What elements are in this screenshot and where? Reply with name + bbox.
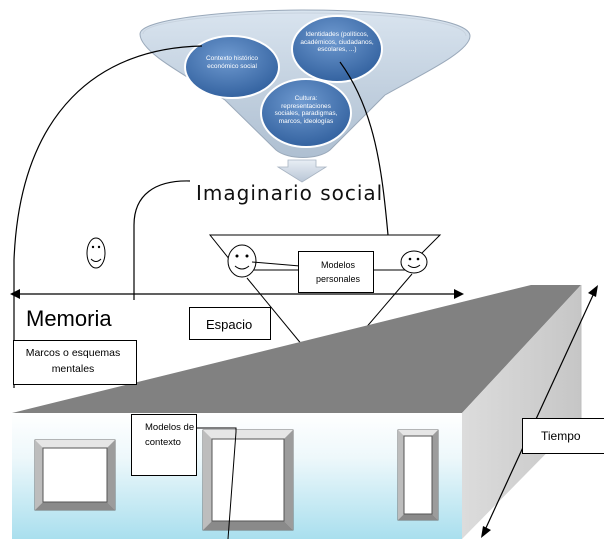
connector-modelos-contexto: [196, 427, 237, 539]
time-arrow: [481, 285, 598, 538]
space-arrow: [10, 289, 464, 299]
window-center: [202, 429, 294, 531]
window-right: [397, 429, 439, 521]
espacio-label: Espacio: [206, 317, 253, 332]
window-left: [34, 439, 116, 511]
modelos-personales-label: Modelos personales: [315, 260, 361, 284]
tiempo-box: Tiempo: [522, 418, 604, 454]
espacio-box: Espacio: [189, 307, 271, 340]
marcos-box: Marcos o esquemas mentales: [13, 340, 137, 385]
marcos-label: Marcos o esquemas mentales: [25, 347, 121, 375]
connector-modelos-personales: [251, 261, 301, 267]
memoria-label: Memoria: [26, 306, 112, 331]
down-arrow: [276, 159, 328, 183]
room-ceiling: [12, 285, 581, 413]
smiley-left: [86, 237, 106, 269]
modelos-contexto-label: Modelos de contexto: [145, 422, 195, 448]
funnel-rim: [142, 12, 467, 37]
smiley-right: [400, 250, 428, 274]
line-face-right: [363, 273, 413, 331]
smiley-center: [227, 244, 257, 278]
bubble-cultura: [260, 78, 352, 148]
imaginario-social-title: Imaginario social: [196, 181, 384, 205]
bubble-cultura-text: Cultura: representaciones sociales, para…: [274, 95, 338, 125]
modelos-personales-box: Modelos personales: [298, 251, 374, 293]
modelos-contexto-box: Modelos de contexto: [131, 414, 197, 476]
bubble-identidades-text: Identidades (políticos, académicos, ciud…: [300, 31, 374, 53]
arc-middle: [133, 180, 191, 300]
room-side-wall: [462, 285, 581, 539]
arc-left: [13, 45, 203, 388]
arc-right: [339, 61, 389, 236]
bubble-contexto-text: Contexto histórico económico social: [205, 55, 259, 70]
line-face-left: [246, 277, 304, 347]
tiempo-label: Tiempo: [541, 429, 581, 443]
bubble-identidades: [291, 15, 383, 83]
bubble-contexto: [184, 35, 280, 99]
